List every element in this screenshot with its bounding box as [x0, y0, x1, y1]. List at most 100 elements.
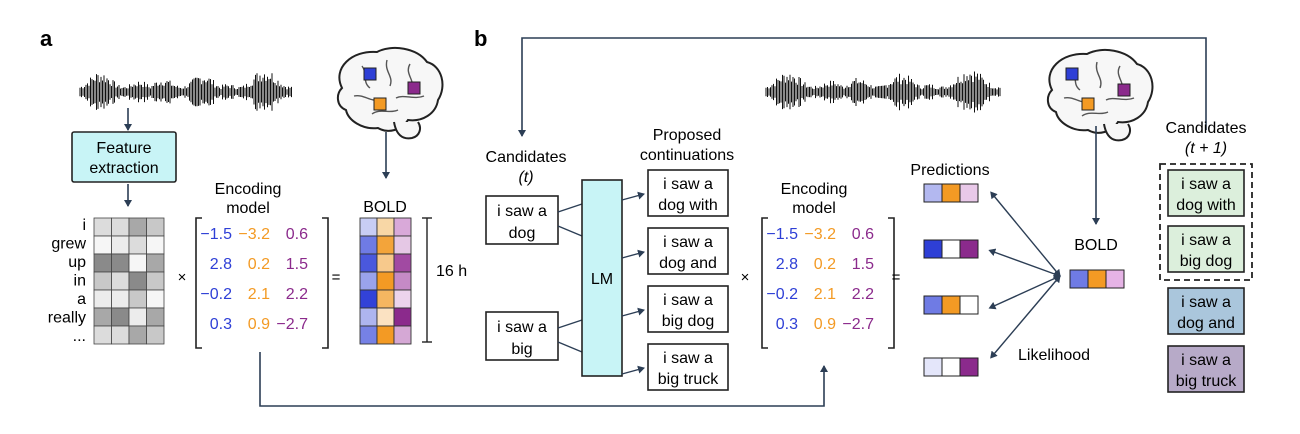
- feature-cell: [111, 289, 130, 309]
- bold-cell: [393, 307, 412, 327]
- bold-cell: [359, 235, 378, 255]
- continuation-line: i saw a: [663, 350, 713, 367]
- continuation-line: i saw a: [663, 292, 713, 309]
- continuation-line: dog and: [659, 255, 717, 272]
- matrix-value: 2.1: [814, 286, 836, 303]
- bold-label: BOLD: [1074, 237, 1118, 254]
- candidate-box: i saw a big: [485, 311, 559, 361]
- bold-observed-cell: [1069, 269, 1089, 289]
- prediction-cell: [941, 239, 961, 259]
- arrow: [621, 307, 645, 317]
- bold-cell: [359, 253, 378, 273]
- word-token: in: [74, 273, 86, 290]
- candidate-line2: dog: [509, 225, 536, 242]
- bold-cell: [393, 271, 412, 291]
- matrix-value: 0.2: [248, 256, 270, 273]
- word-token: grew: [51, 236, 86, 253]
- next-candidates-title-line2: (t + 1): [1185, 140, 1227, 157]
- language-model-box: [581, 179, 623, 377]
- feature-cell: [128, 325, 147, 345]
- feature-box-line1: Feature: [96, 140, 151, 157]
- panel-a-letter: a: [40, 26, 53, 51]
- bold-cell: [393, 253, 412, 273]
- proposed-title-line2: continuations: [640, 147, 734, 164]
- prediction-cell: [923, 183, 943, 203]
- feature-cell: [93, 307, 112, 327]
- prediction-cell: [959, 183, 979, 203]
- matrix-value: 0.2: [814, 256, 836, 273]
- prediction-cell: [923, 357, 943, 377]
- times-symbol: ×: [178, 269, 187, 286]
- feature-cell: [93, 217, 112, 237]
- candidates-title-line2: (t): [518, 169, 533, 186]
- arrow: [621, 365, 645, 375]
- matrix-value: 0.3: [776, 316, 798, 333]
- equals-symbol: =: [332, 269, 341, 286]
- bold-cell: [376, 253, 395, 273]
- audio-waveform-icon: [765, 71, 1001, 113]
- word-token: a: [77, 291, 86, 308]
- continuation-line: i saw a: [663, 176, 713, 193]
- feature-cell: [128, 289, 147, 309]
- feature-cell: [111, 253, 130, 273]
- bold-cell: [393, 289, 412, 309]
- encoding-title-line1: Encoding: [781, 181, 848, 198]
- matrix-value: −2.7: [842, 316, 874, 333]
- kept-candidate-box: i saw a big dog: [1167, 225, 1245, 273]
- equals-symbol: =: [892, 269, 901, 286]
- matrix-value: 1.5: [286, 256, 308, 273]
- matrix-value: 0.9: [248, 316, 270, 333]
- bold-cell: [359, 307, 378, 327]
- feature-matrix: [93, 217, 165, 345]
- candidate-frame: [1167, 287, 1245, 335]
- bold-cell: [376, 325, 395, 345]
- waveform-trace: [79, 73, 292, 111]
- bold-cell: [393, 217, 412, 237]
- candidate-line: big dog: [1180, 253, 1233, 270]
- matrix-value: 2.8: [776, 256, 798, 273]
- feature-extraction-box: [71, 131, 177, 183]
- model-transfer-arrow: [259, 352, 828, 407]
- matrix-value: −2.7: [276, 316, 308, 333]
- candidate-line2: big: [511, 341, 532, 358]
- feedback-loop-arrow: [518, 37, 1207, 137]
- feature-cell: [128, 307, 147, 327]
- feature-cell: [128, 235, 147, 255]
- candidate-line: i saw a: [1181, 232, 1231, 249]
- candidate-line: i saw a: [1181, 176, 1231, 193]
- feature-cell: [111, 217, 130, 237]
- bold-observed-cell: [1087, 269, 1107, 289]
- bold-cell: [376, 217, 395, 237]
- bold-cell: [376, 271, 395, 291]
- candidates-title-line1: Candidates: [486, 149, 567, 166]
- matrix-value: 2.1: [248, 286, 270, 303]
- feature-cell: [93, 271, 112, 291]
- feature-cell: [111, 271, 130, 291]
- candidate-line1: i saw a: [497, 203, 547, 220]
- matrix-bracket-right: [322, 217, 329, 349]
- proposed-title-line1: Proposed: [653, 127, 722, 144]
- feature-box-line2: extraction: [89, 160, 158, 177]
- bold-cell: [393, 235, 412, 255]
- feature-cell: [111, 307, 130, 327]
- bold-label: BOLD: [363, 199, 407, 216]
- times-symbol: ×: [741, 269, 750, 286]
- bold-matrix: [359, 217, 412, 345]
- matrix-value: 0.6: [852, 226, 874, 243]
- matrix-bracket-right: [888, 217, 895, 349]
- likelihood-arrow: [988, 248, 1061, 278]
- waveform-trace: [765, 71, 1001, 113]
- matrix-value: −0.2: [200, 286, 232, 303]
- bold-cell: [376, 307, 395, 327]
- feature-cell: [93, 253, 112, 273]
- bold-cell: [359, 217, 378, 237]
- matrix-value: 0.6: [286, 226, 308, 243]
- matrix-value: −1.5: [200, 226, 232, 243]
- continuation-line: i saw a: [663, 234, 713, 251]
- bold-observed-cell: [1105, 269, 1125, 289]
